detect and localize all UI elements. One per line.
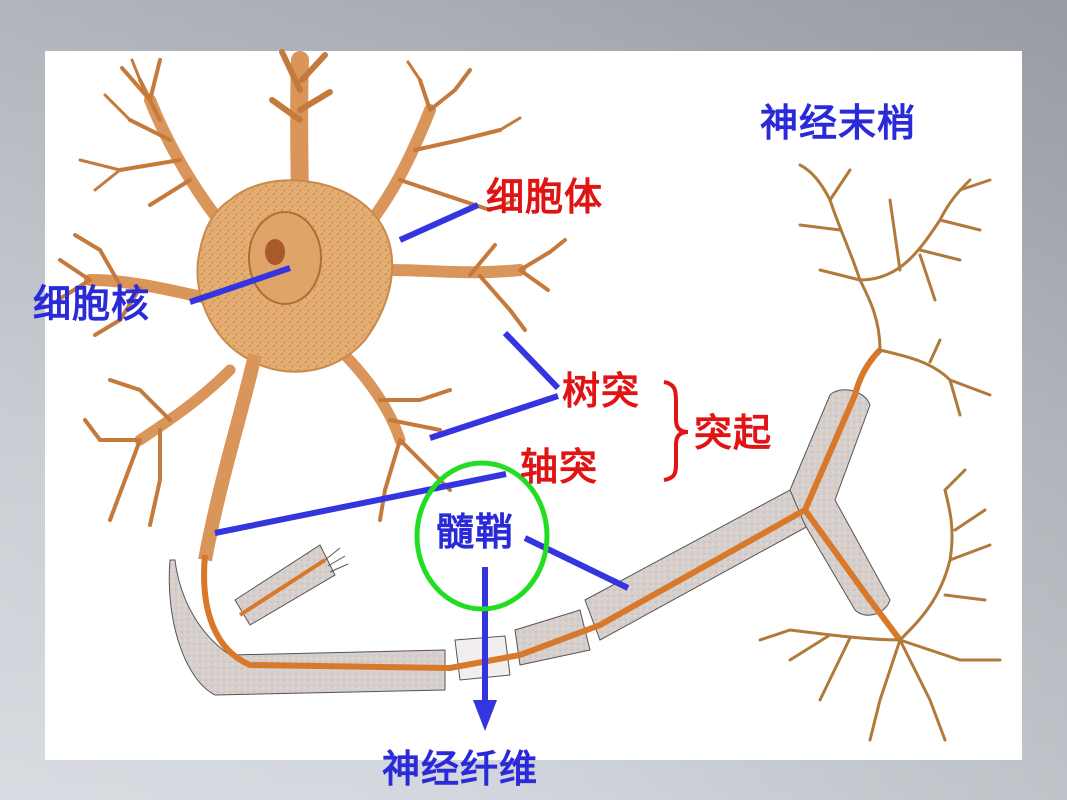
pointer-myelin: [523, 535, 630, 591]
pointer-lines: [189, 202, 630, 700]
label-nerve-fiber: 神经纤维: [382, 747, 539, 791]
pointer-dendrite-lower: [429, 393, 559, 441]
pointer-axon: [214, 471, 507, 536]
pointer-nucleus: [189, 265, 291, 305]
nerve-endings: [758, 163, 1002, 742]
label-process: 突起: [694, 411, 773, 455]
nucleus-shape: [248, 211, 322, 305]
myelin-highlight-circle: [414, 460, 550, 612]
label-dendrite: 树突: [562, 369, 641, 413]
grouping-bracket-icon: [663, 380, 689, 482]
pointer-cell-body: [398, 202, 480, 243]
pointer-dendrite-upper: [502, 330, 561, 391]
label-myelin-sheath: 髓鞘: [436, 510, 515, 554]
nucleolus-shape: [265, 239, 285, 265]
arrow-head-icon: [473, 700, 497, 731]
label-nucleus: 细胞核: [33, 282, 151, 326]
label-cell-body: 细胞体: [486, 175, 604, 219]
label-axon: 轴突: [520, 445, 599, 489]
label-nerve-ending: 神经末梢: [760, 101, 917, 145]
axon-with-myelin: [168, 347, 903, 696]
